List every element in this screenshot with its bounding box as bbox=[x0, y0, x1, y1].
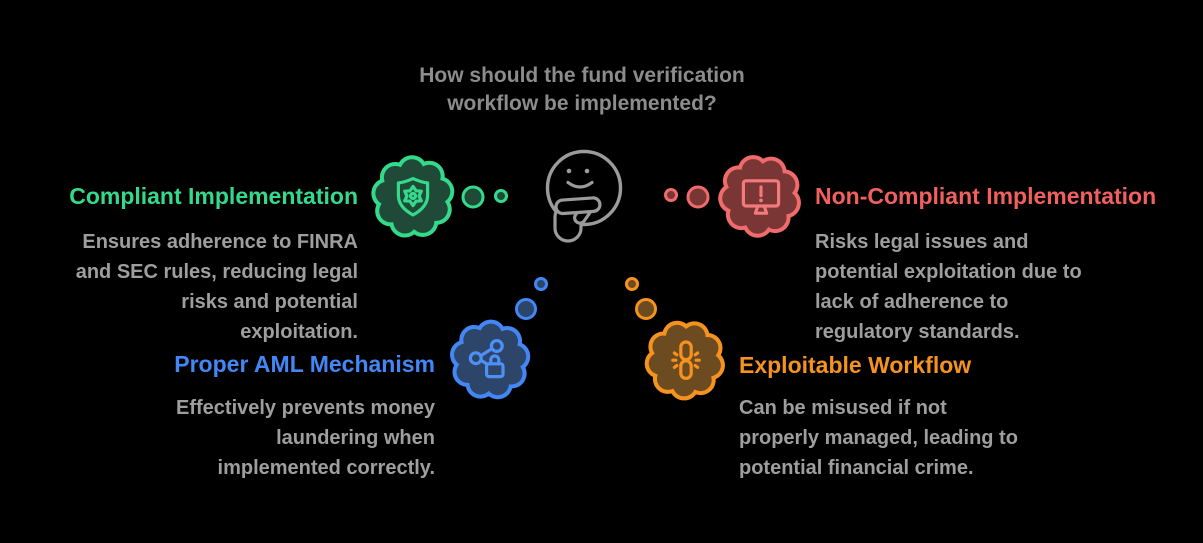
broken-chain-icon bbox=[671, 340, 701, 380]
thought-bubble-aml bbox=[448, 277, 548, 402]
body-non-compliant: Risks legal issues and potential exploit… bbox=[815, 231, 1082, 343]
thinking-face-icon bbox=[545, 149, 623, 243]
thought-trail-dot bbox=[461, 185, 485, 209]
heading-compliant: Compliant Implementation bbox=[69, 183, 358, 209]
thought-bubble-non-compliant bbox=[664, 152, 802, 244]
body-exploitable: Can be misused if not properly managed, … bbox=[739, 397, 1018, 479]
thought-trail-dot bbox=[686, 185, 710, 209]
page-title: How should the fund verification workflo… bbox=[419, 64, 745, 115]
body-compliant: Ensures adherence to FINRA and SEC rules… bbox=[75, 231, 358, 343]
thought-trail-dot bbox=[625, 277, 639, 291]
body-aml: Effectively prevents money laundering wh… bbox=[176, 397, 435, 479]
heading-aml: Proper AML Mechanism bbox=[174, 351, 435, 377]
thought-trail-dot bbox=[635, 298, 657, 320]
share-lock-icon bbox=[468, 338, 505, 379]
monitor-alert-icon bbox=[741, 179, 781, 215]
thought-bubble-exploitable bbox=[625, 277, 730, 402]
thought-trail-dot bbox=[494, 189, 508, 203]
thought-trail-dot bbox=[534, 277, 548, 291]
heading-non-compliant: Non-Compliant Implementation bbox=[815, 183, 1157, 209]
thought-trail-dot bbox=[664, 188, 678, 202]
heading-exploitable: Exploitable Workflow bbox=[739, 352, 972, 378]
thought-bubble-compliant bbox=[370, 152, 508, 244]
shield-gear-icon bbox=[396, 177, 430, 217]
thought-trail-dot bbox=[515, 298, 537, 320]
